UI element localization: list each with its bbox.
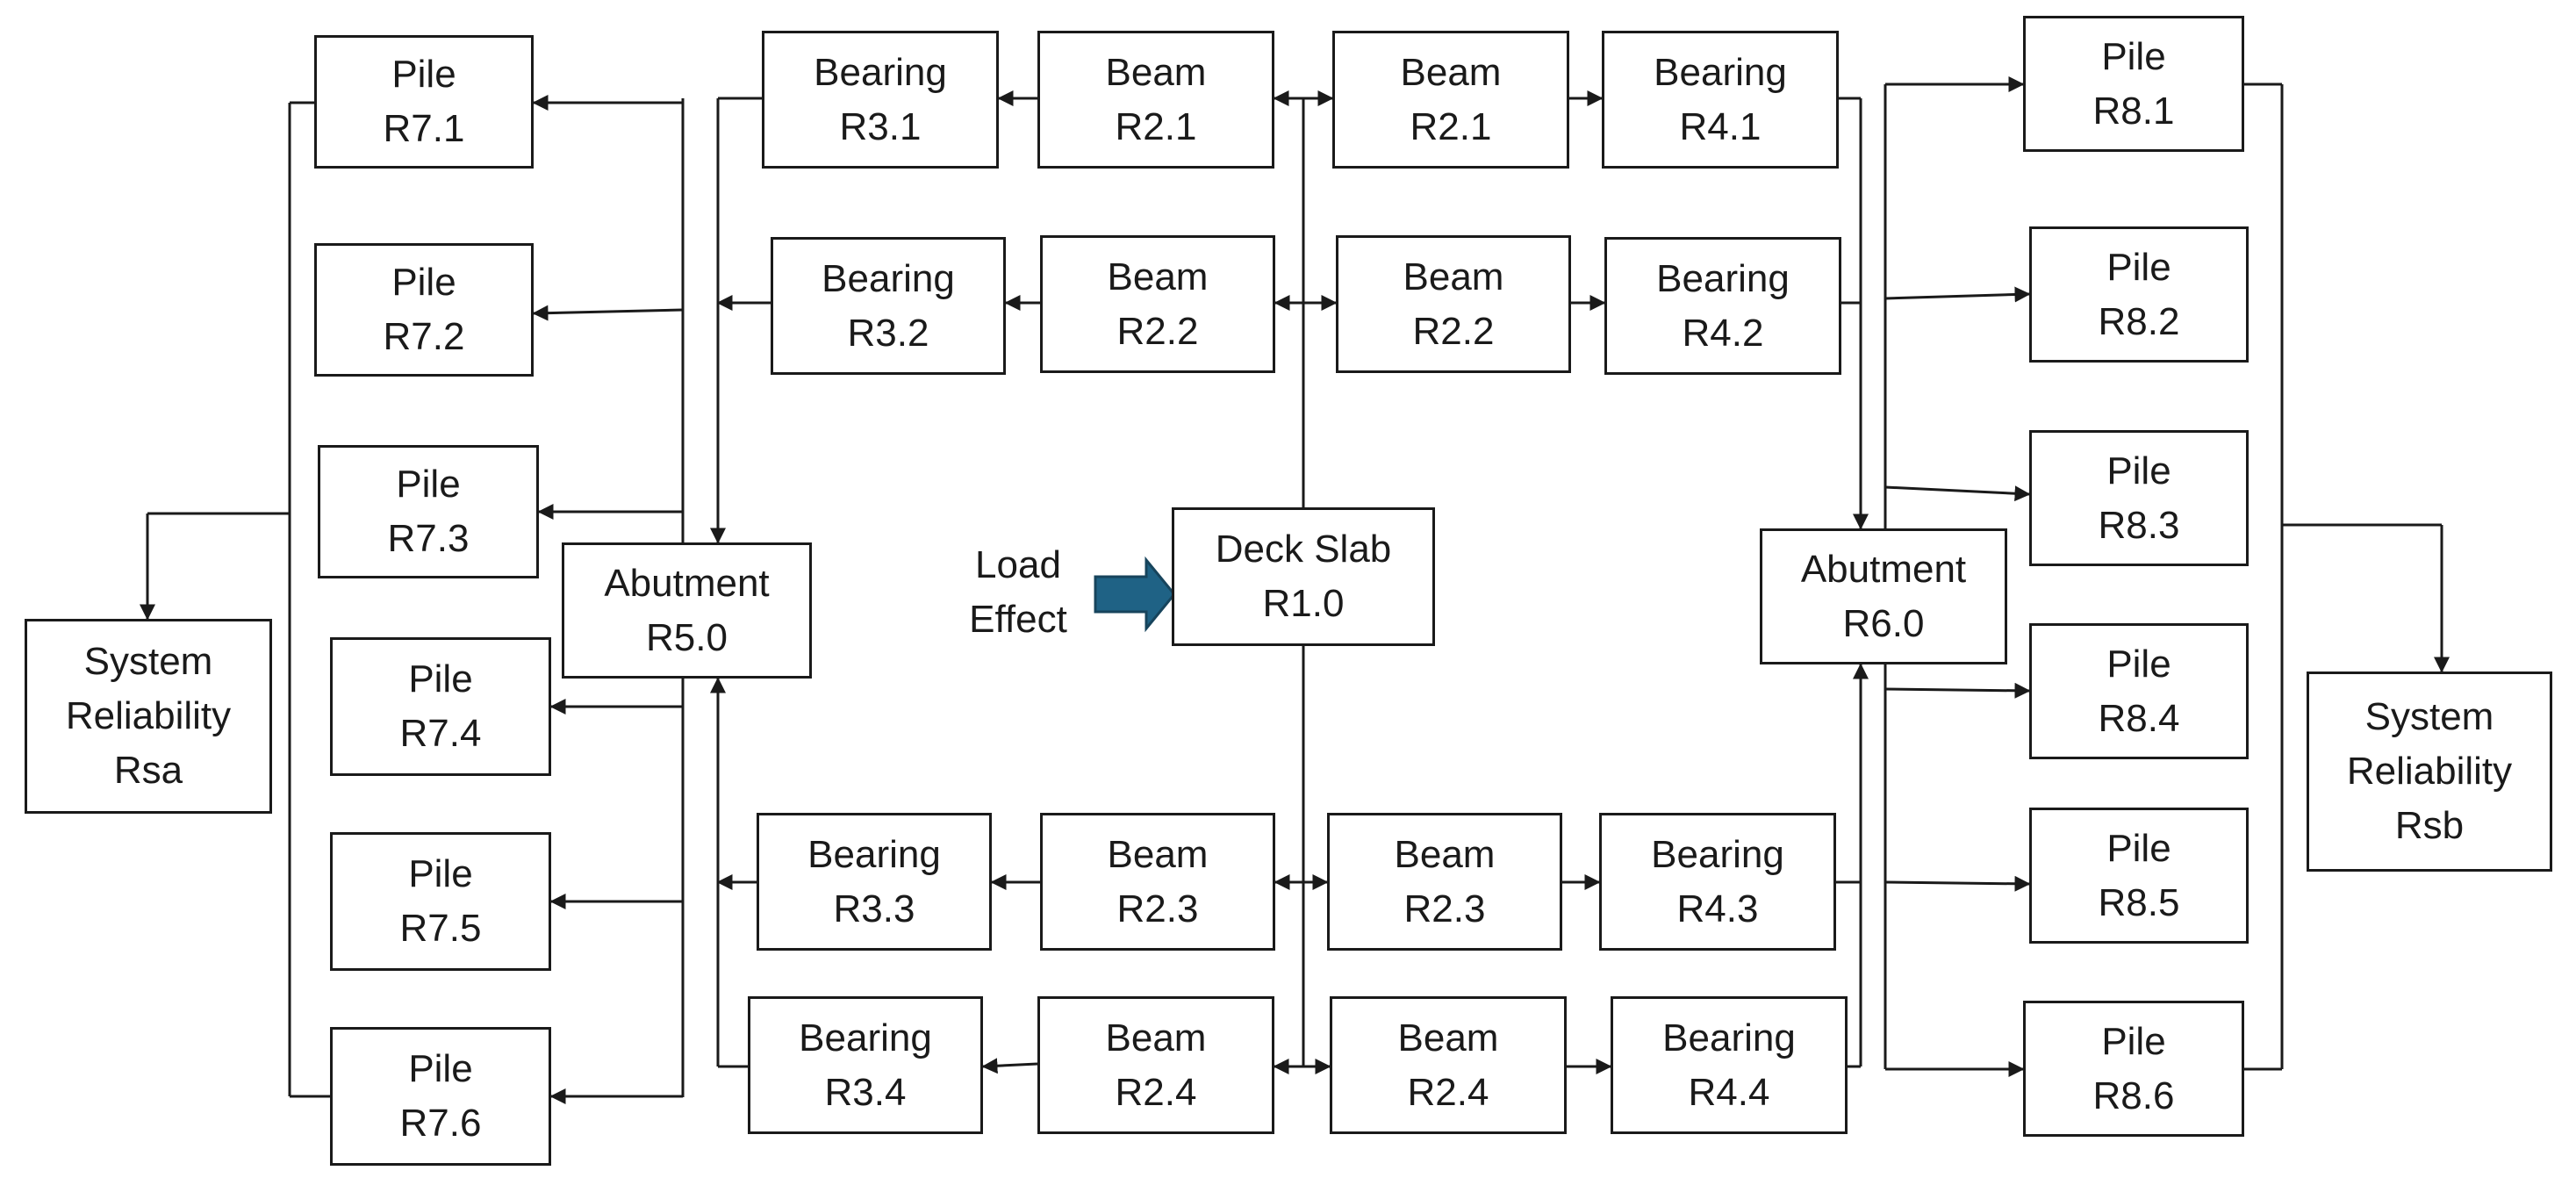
- pile-right-3-box: Pile R8.3: [2029, 430, 2249, 566]
- bearing-left-3-box: Bearing R3.3: [757, 813, 992, 951]
- pile-right-2-box: Pile R8.2: [2029, 226, 2249, 363]
- deck-slab-box: Deck Slab R1.0: [1172, 507, 1435, 646]
- pile-left-6-box: Pile R7.6: [330, 1027, 551, 1166]
- abutment-to-pile-arrow: [1884, 485, 2031, 502]
- system-reliability-right-box: System Reliability Rsb: [2307, 672, 2552, 872]
- abutment-to-pile-arrow: [1884, 682, 2031, 699]
- pile-left-4-box: Pile R7.4: [330, 637, 551, 776]
- bearing-right-1-box: Bearing R4.1: [1602, 31, 1839, 169]
- beam-left-3-box: Beam R2.3: [1040, 813, 1275, 951]
- pile-right-1-box: Pile R8.1: [2023, 16, 2244, 152]
- beam-to-bearing-arrow: [981, 1058, 1038, 1074]
- load-effect-arrow-icon: [1094, 556, 1176, 633]
- beam-left-2-box: Beam R2.2: [1040, 235, 1275, 373]
- pile-left-2-box: Pile R7.2: [314, 243, 534, 377]
- system-reliability-left-box: System Reliability Rsa: [25, 619, 272, 814]
- pile-left-1-box: Pile R7.1: [314, 35, 534, 169]
- bearing-left-2-box: Bearing R3.2: [771, 237, 1006, 375]
- load-effect-label: Load Effect: [969, 543, 1067, 641]
- abutment-right-box: Abutment R6.0: [1760, 528, 2007, 664]
- pile-right-4-box: Pile R8.4: [2029, 623, 2249, 759]
- beam-left-1-box: Beam R2.1: [1037, 31, 1274, 169]
- abutment-left-box: Abutment R5.0: [562, 542, 812, 679]
- beam-right-1-box: Beam R2.1: [1332, 31, 1569, 169]
- abutment-to-pile-arrow: [532, 305, 684, 321]
- pile-left-5-box: Pile R7.5: [330, 832, 551, 971]
- beam-left-4-box: Beam R2.4: [1037, 996, 1274, 1134]
- abutment-to-pile-arrow: [1884, 286, 2031, 303]
- beam-right-4-box: Beam R2.4: [1330, 996, 1567, 1134]
- bearing-right-3-box: Bearing R4.3: [1599, 813, 1836, 951]
- bearing-left-1-box: Bearing R3.1: [762, 31, 999, 169]
- abutment-to-pile-arrow: [1884, 875, 2031, 892]
- bearing-right-4-box: Bearing R4.4: [1611, 996, 1848, 1134]
- pile-right-5-box: Pile R8.5: [2029, 808, 2249, 944]
- beam-right-3-box: Beam R2.3: [1327, 813, 1562, 951]
- pile-right-6-box: Pile R8.6: [2023, 1001, 2244, 1137]
- beam-right-2-box: Beam R2.2: [1336, 235, 1571, 373]
- bearing-left-4-box: Bearing R3.4: [748, 996, 983, 1134]
- bearing-right-2-box: Bearing R4.2: [1604, 237, 1841, 375]
- pile-left-3-box: Pile R7.3: [318, 445, 539, 578]
